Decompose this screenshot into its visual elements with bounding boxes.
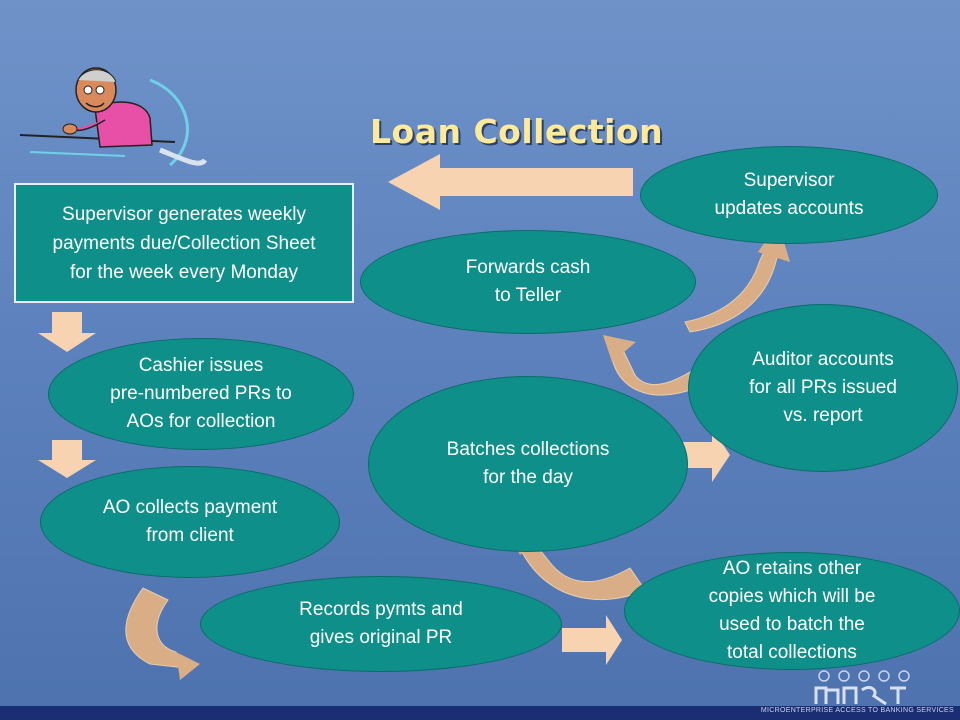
footer-org-text: MICROENTERPRISE ACCESS TO BANKING SERVIC… <box>760 707 954 714</box>
batches-collections-node: Batches collections for the day <box>368 376 688 552</box>
ao-collects-node: AO collects payment from client <box>40 466 340 578</box>
auditor-accounts-node: Auditor accounts for all PRs issued vs. … <box>688 304 958 472</box>
curve-arrow-auditor-to-forwards <box>603 335 706 396</box>
arrow-down-1 <box>38 312 96 352</box>
footer-bar <box>0 706 960 720</box>
arrow-down-2 <box>38 440 96 478</box>
supervisor-updates-node: Supervisor updates accounts <box>640 146 938 244</box>
mabs-logo <box>814 670 910 706</box>
person-at-desk-icon <box>19 67 208 167</box>
cashier-issues-node: Cashier issues pre-numbered PRs to AOs f… <box>48 338 354 450</box>
ao-retains-node: AO retains other copies which will be us… <box>624 552 960 670</box>
curve-arrow-ao-to-records <box>125 587 200 680</box>
arrow-left-top <box>388 154 633 210</box>
records-payments-node: Records pymts and gives original PR <box>200 576 562 672</box>
slide-title: Loan Collection <box>370 112 664 151</box>
arrow-right-records <box>562 615 622 665</box>
forwards-cash-node: Forwards cash to Teller <box>360 230 696 334</box>
supervisor-generates-box: Supervisor generates weekly payments due… <box>14 183 354 303</box>
arrow-right-batch <box>665 428 730 482</box>
